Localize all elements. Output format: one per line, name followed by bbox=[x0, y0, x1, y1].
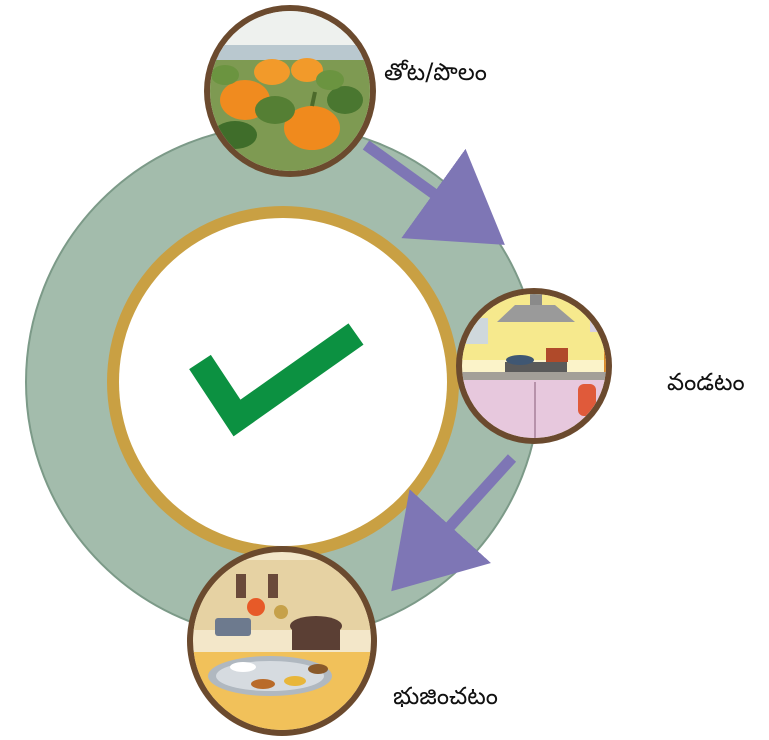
eat-stage-image bbox=[187, 546, 377, 736]
cook-stage-label: వండటం bbox=[667, 368, 745, 396]
cook-stage-image bbox=[456, 288, 612, 444]
eat-stage-label: భుజించటం bbox=[393, 682, 498, 710]
arrow-farm-to-cook bbox=[362, 140, 505, 245]
arrow-cook-to-eat bbox=[391, 454, 517, 592]
farm-stage-label: తోట/పొలం bbox=[384, 58, 487, 86]
check-mark-icon bbox=[189, 323, 364, 437]
farm-stage-image bbox=[204, 5, 376, 177]
